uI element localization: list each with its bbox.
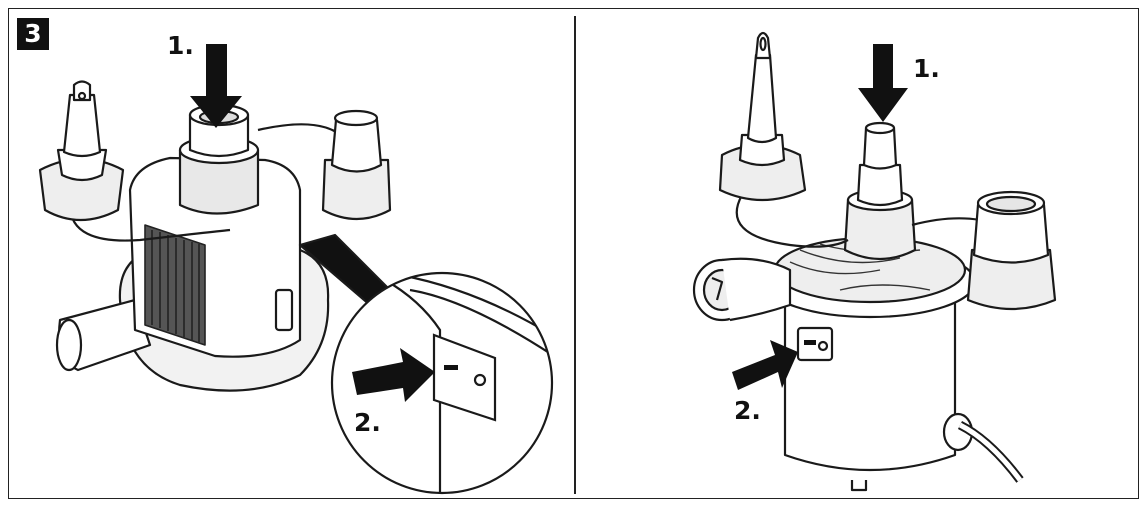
left-step-2-label: 2. <box>354 408 381 437</box>
nozzle-hose-right <box>735 194 849 248</box>
tall-nozzle-attachment <box>38 80 125 221</box>
panel-divider <box>574 16 576 494</box>
body-switch <box>274 288 294 332</box>
nozzle-hose <box>68 204 231 242</box>
down-arrow-icon <box>190 44 242 128</box>
figure-number-badge: 3 <box>17 18 49 50</box>
power-switch-zoom <box>432 333 497 422</box>
motor-grille <box>144 224 206 346</box>
right-arrow-icon <box>732 340 798 390</box>
wide-nozzle-attachment <box>321 109 392 220</box>
wide-nozzle-right <box>966 190 1057 311</box>
right-step-2-label: 2. <box>734 396 761 425</box>
right-step-1-label: 1. <box>913 54 940 83</box>
left-step-1-label: 1. <box>167 31 194 60</box>
switch-magnifier <box>330 271 554 495</box>
right-pump-illustration <box>692 31 1057 492</box>
figure-frame <box>8 8 1139 499</box>
down-arrow-icon <box>858 44 908 122</box>
tall-nozzle-right <box>718 31 807 202</box>
right-arrow-icon <box>352 348 435 402</box>
